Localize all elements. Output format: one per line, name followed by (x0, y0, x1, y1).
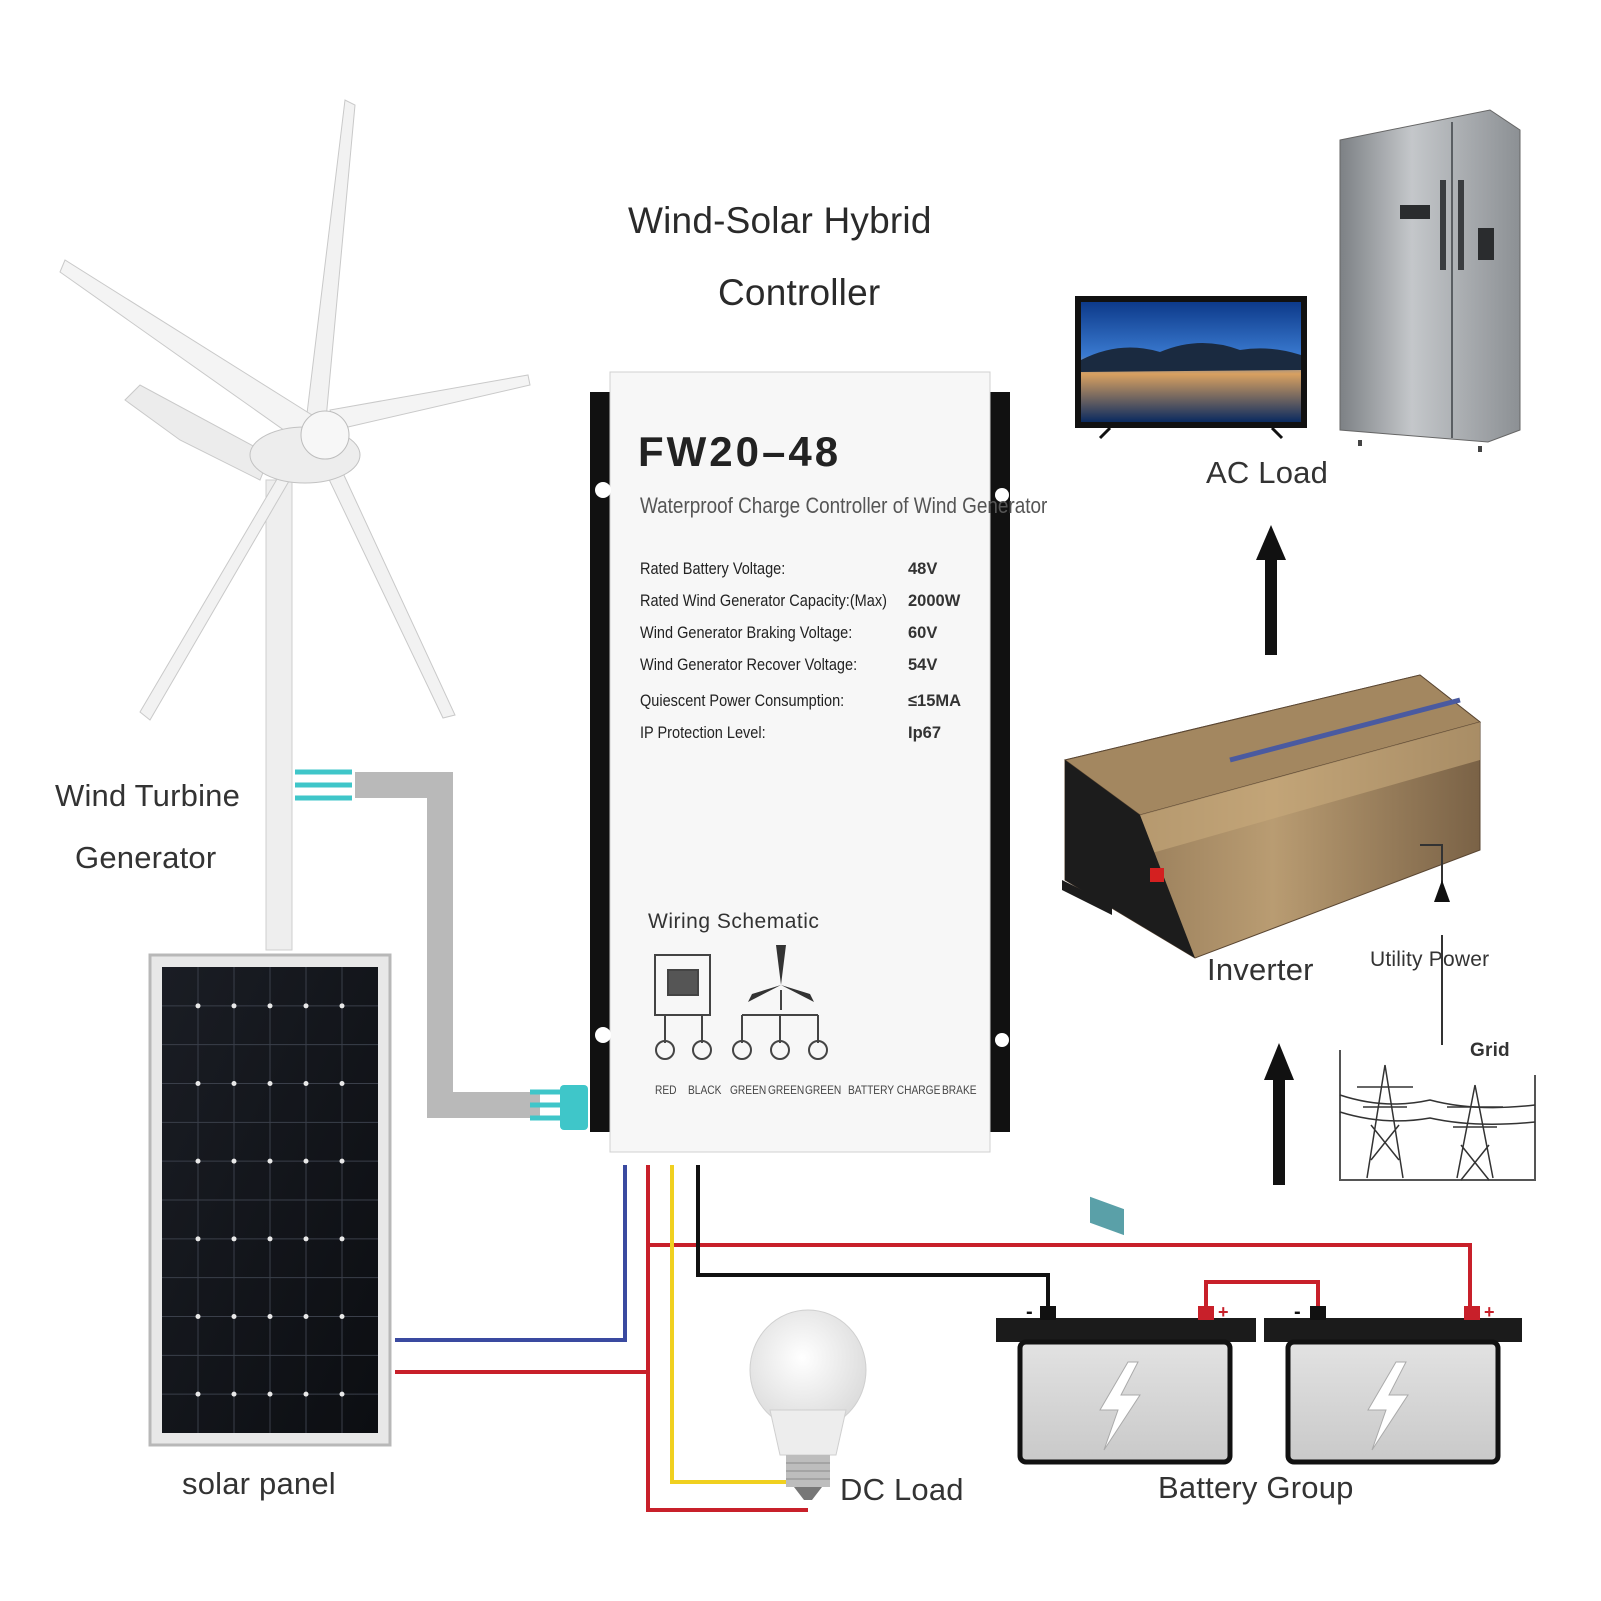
terminal-label-red: RED (655, 1083, 677, 1097)
spec-label: Rated Wind Generator Capacity:(Max) (640, 592, 887, 610)
spec-value: 60V (908, 624, 938, 642)
utility-feed (1420, 844, 1450, 1045)
controller-subtitle: Waterproof Charge Controller of Wind Gen… (640, 493, 1048, 518)
svg-text:+: + (1484, 1302, 1495, 1322)
charge-controller-body (590, 371, 1010, 1153)
battery-1: - + (996, 1301, 1256, 1465)
spec-label: IP Protection Level: (640, 724, 766, 742)
spec-value: ≤15MA (908, 692, 962, 710)
spec-row: IP Protection Level: Ip67 (640, 724, 980, 756)
controller-model: FW20–48 (638, 428, 842, 475)
wind-turbine-label-line1: Wind Turbine (55, 778, 241, 813)
wiring-schematic-title: Wiring Schematic (648, 910, 820, 933)
solar-panel (148, 953, 392, 1447)
spec-row: Wind Generator Recover Voltage: 54V (640, 656, 980, 688)
diagram-title-line2: Controller (718, 272, 881, 313)
terminal-label-brake: BRAKE (942, 1083, 977, 1097)
spec-label: Rated Battery Voltage: (640, 560, 786, 578)
svg-text:+: + (1218, 1302, 1229, 1322)
grid-label: Grid (1470, 1040, 1510, 1061)
spec-row: Quiescent Power Consumption: ≤15MA (640, 692, 980, 724)
light-bulb (749, 1309, 867, 1500)
terminal-label-green-3: GREEN (805, 1083, 842, 1097)
spec-row: Rated Wind Generator Capacity:(Max) 2000W (640, 592, 980, 624)
diagram-title-line1: Wind-Solar Hybrid (628, 200, 932, 241)
terminal-label-green-2: GREEN (768, 1083, 805, 1097)
spec-label: Wind Generator Recover Voltage: (640, 656, 858, 674)
battery-2: - + (1264, 1301, 1522, 1465)
terminal-label-green-1: GREEN (730, 1083, 767, 1097)
ac-load-label: AC Load (1206, 455, 1329, 490)
spec-value: 2000W (908, 592, 961, 610)
svg-text:-: - (1294, 1301, 1301, 1323)
spec-value: 54V (908, 656, 938, 674)
battery-group: - + - + (996, 1301, 1522, 1465)
controller-spec-table: Rated Battery Voltage: 48V Rated Wind Gen… (640, 560, 980, 756)
spec-label: Wind Generator Braking Voltage: (640, 624, 853, 642)
spec-value: 48V (908, 560, 938, 578)
svg-text:-: - (1026, 1301, 1033, 1323)
inverter-label: Inverter (1207, 952, 1314, 987)
wind-turbine (59, 99, 531, 951)
inverter-unit (1062, 674, 1482, 1236)
wind-turbine-label-line2: Generator (75, 840, 217, 875)
wiring-schematic-icons (654, 945, 828, 1060)
refrigerator (1339, 109, 1521, 452)
power-grid (1339, 1050, 1536, 1181)
terminal-label-battery-charge: BATTERY CHARGE (848, 1083, 941, 1097)
wires (395, 1165, 1472, 1512)
terminal-label-black: BLACK (688, 1083, 722, 1097)
battery-group-label: Battery Group (1158, 1470, 1354, 1505)
spec-row: Rated Battery Voltage: 48V (640, 560, 980, 592)
spec-label: Quiescent Power Consumption: (640, 692, 845, 710)
turbine-cable (295, 769, 588, 1130)
solar-panel-label: solar panel (182, 1466, 336, 1501)
utility-power-label: Utility Power (1370, 948, 1490, 971)
television (1075, 296, 1307, 440)
spec-row: Wind Generator Braking Voltage: 60V (640, 624, 980, 656)
spec-value: Ip67 (908, 724, 942, 742)
dc-load-label: DC Load (840, 1472, 964, 1507)
flow-arrows (1256, 525, 1294, 1185)
